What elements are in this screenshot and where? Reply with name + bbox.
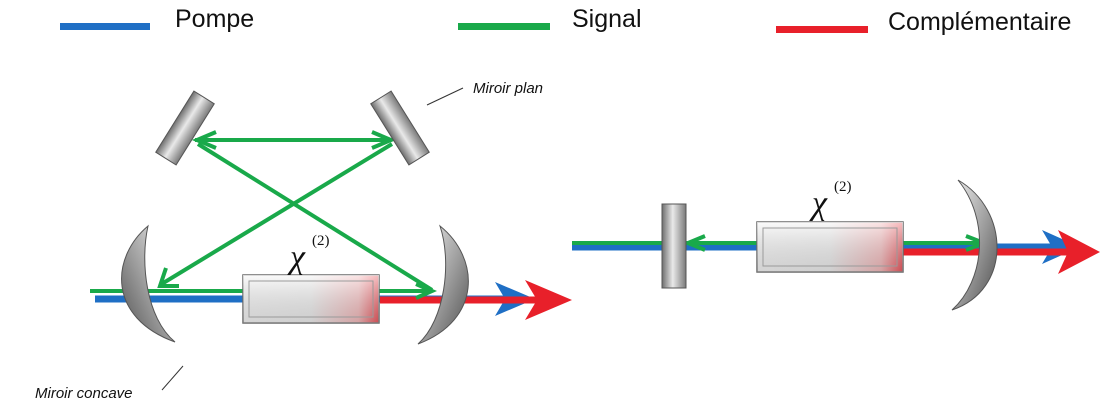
concave-mirror-right: [417, 224, 469, 345]
legend-pump-label: Pompe: [175, 5, 254, 33]
signal-ring-beams: [158, 138, 434, 292]
idler-beam-left: [380, 280, 572, 320]
crystal-chi-order-left: (2): [312, 233, 330, 249]
legend-signal-label: Signal: [572, 5, 642, 33]
legend-signal: Signal: [458, 5, 642, 33]
flat-mirror-right: [370, 90, 430, 166]
legend-pump: Pompe: [60, 5, 254, 33]
idler-arrowhead-right: [1058, 230, 1100, 274]
signal-arrowhead-right-back: [682, 234, 706, 252]
crystal-chi-symbol-left: χ: [287, 239, 306, 276]
flat-mirror-left: [155, 90, 215, 166]
legend-pump-swatch: [60, 23, 150, 30]
concave-mirror-leader-line: [161, 365, 184, 391]
flat-mirror-leader-line: [426, 87, 464, 106]
signal-arrowhead-top-left: [191, 130, 217, 150]
legend-idler-label: Complémentaire: [888, 8, 1071, 36]
legend-idler-swatch: [776, 26, 868, 33]
signal-beam-diagonal-b: [158, 142, 394, 287]
crystal-chi-order-right: (2): [834, 179, 852, 195]
signal-arrowhead-lower-left: [157, 267, 179, 288]
concave-mirror-left: [121, 224, 176, 343]
signal-arrowhead-top-right: [371, 130, 397, 150]
legend-idler: Complémentaire: [776, 8, 1071, 36]
nonlinear-crystal-left: [242, 274, 380, 324]
signal-beam-diagonal-a: [196, 142, 434, 292]
idler-beam-right: [900, 230, 1100, 274]
concave-mirror-output: [951, 179, 998, 311]
left-cavity: χ (2) Miroir plan Miroir concave: [35, 80, 572, 402]
flat-mirror-input: [661, 203, 687, 289]
crystal-chi-symbol-right: χ: [809, 185, 828, 222]
right-cavity: χ (2): [572, 179, 1100, 311]
flat-mirror-label: Miroir plan: [473, 80, 543, 97]
concave-mirror-label: Miroir concave: [35, 385, 133, 402]
legend: Pompe Signal Complémentaire: [60, 5, 1071, 36]
signal-arrowhead-crystal: [415, 282, 437, 300]
idler-arrowhead-left: [525, 280, 572, 320]
legend-signal-swatch: [458, 23, 550, 30]
nonlinear-crystal-right: [756, 221, 904, 273]
